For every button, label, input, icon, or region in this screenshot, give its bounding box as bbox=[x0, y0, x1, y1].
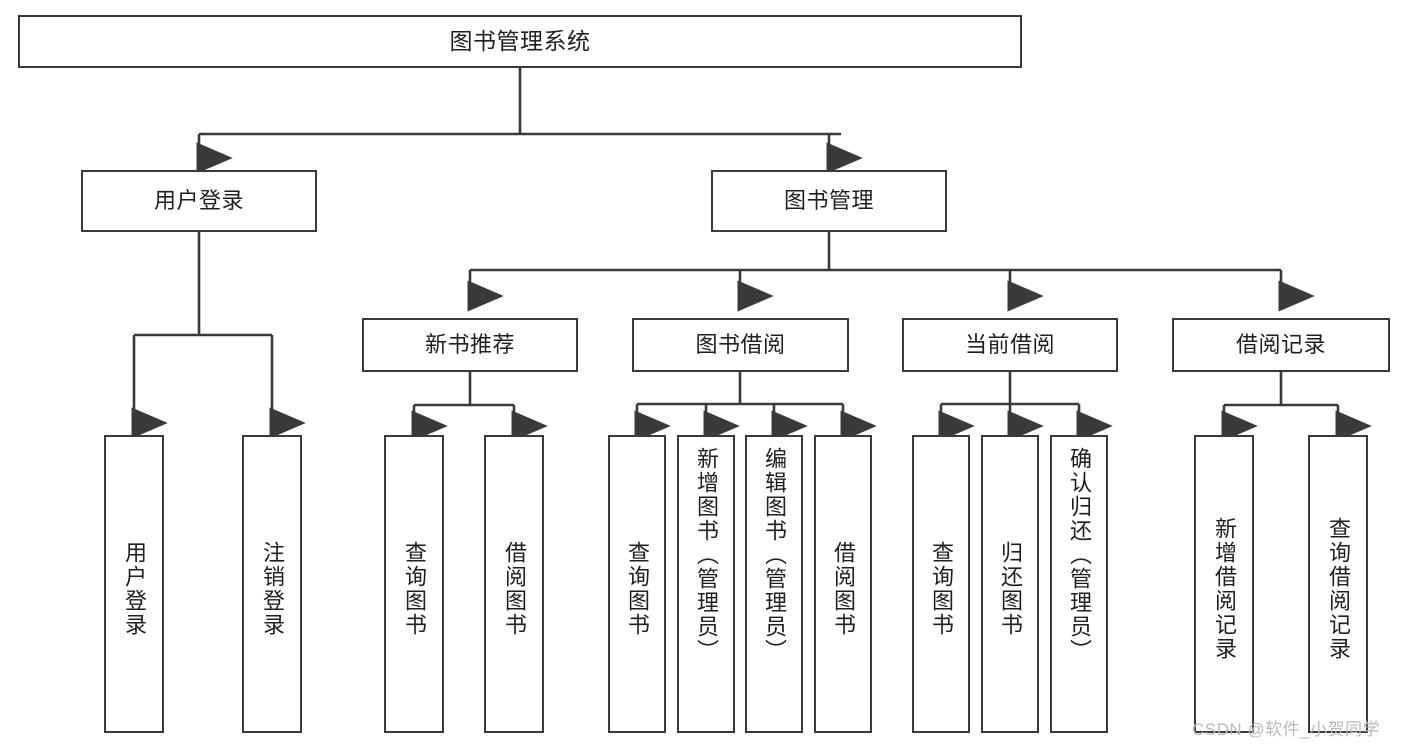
node-user-login[interactable]: 用户登录 bbox=[81, 170, 317, 232]
node-leaf-return-book-label: 归还图书 bbox=[997, 541, 1023, 637]
node-leaf-query-record[interactable]: 查询借阅记录 bbox=[1308, 435, 1368, 733]
node-leaf-edit-book-label: 编辑图书（管理员） bbox=[761, 447, 787, 663]
node-borrow-record[interactable]: 借阅记录 bbox=[1172, 318, 1390, 372]
node-leaf-query-book-1-label: 查询图书 bbox=[401, 541, 427, 637]
node-leaf-borrow-book-1[interactable]: 借阅图书 bbox=[484, 435, 544, 733]
node-new-book-recommend-label: 新书推荐 bbox=[424, 332, 515, 357]
node-leaf-query-book-2-label: 查询图书 bbox=[624, 541, 650, 637]
node-leaf-edit-book[interactable]: 编辑图书（管理员） bbox=[745, 435, 803, 733]
node-leaf-query-book-1[interactable]: 查询图书 bbox=[384, 435, 444, 733]
node-new-book-recommend[interactable]: 新书推荐 bbox=[362, 318, 578, 372]
node-leaf-query-book-3-label: 查询图书 bbox=[928, 541, 954, 637]
node-leaf-logout-label: 注销登录 bbox=[259, 541, 285, 637]
node-leaf-add-record-label: 新增借阅记录 bbox=[1211, 517, 1237, 661]
node-current-borrow[interactable]: 当前借阅 bbox=[902, 318, 1118, 372]
node-leaf-user-login[interactable]: 用户登录 bbox=[104, 435, 164, 733]
node-root[interactable]: 图书管理系统 bbox=[18, 15, 1022, 68]
node-leaf-return-book[interactable]: 归还图书 bbox=[981, 435, 1039, 733]
node-leaf-add-record[interactable]: 新增借阅记录 bbox=[1194, 435, 1254, 733]
node-leaf-borrow-book-2[interactable]: 借阅图书 bbox=[814, 435, 872, 733]
node-book-borrow-label: 图书借阅 bbox=[695, 332, 786, 357]
node-current-borrow-label: 当前借阅 bbox=[964, 332, 1055, 357]
node-leaf-user-login-label: 用户登录 bbox=[121, 541, 147, 637]
node-leaf-query-record-label: 查询借阅记录 bbox=[1325, 517, 1351, 661]
node-book-manage-label: 图书管理 bbox=[783, 188, 874, 213]
node-book-manage[interactable]: 图书管理 bbox=[711, 170, 947, 232]
node-leaf-confirm-return[interactable]: 确认归还（管理员） bbox=[1050, 435, 1108, 733]
node-borrow-record-label: 借阅记录 bbox=[1235, 332, 1326, 357]
node-leaf-add-book[interactable]: 新增图书（管理员） bbox=[677, 435, 735, 733]
node-leaf-query-book-3[interactable]: 查询图书 bbox=[912, 435, 970, 733]
node-leaf-borrow-book-1-label: 借阅图书 bbox=[501, 541, 527, 637]
node-root-label: 图书管理系统 bbox=[449, 28, 591, 54]
node-leaf-add-book-label: 新增图书（管理员） bbox=[693, 447, 719, 663]
node-user-login-label: 用户登录 bbox=[153, 188, 244, 213]
node-leaf-confirm-return-label: 确认归还（管理员） bbox=[1066, 447, 1092, 663]
watermark: CSDN @软件_小贺同学 bbox=[1192, 720, 1381, 739]
node-book-borrow[interactable]: 图书借阅 bbox=[632, 318, 849, 372]
node-leaf-borrow-book-2-label: 借阅图书 bbox=[830, 541, 856, 637]
node-leaf-query-book-2[interactable]: 查询图书 bbox=[608, 435, 666, 733]
node-leaf-logout[interactable]: 注销登录 bbox=[242, 435, 302, 733]
